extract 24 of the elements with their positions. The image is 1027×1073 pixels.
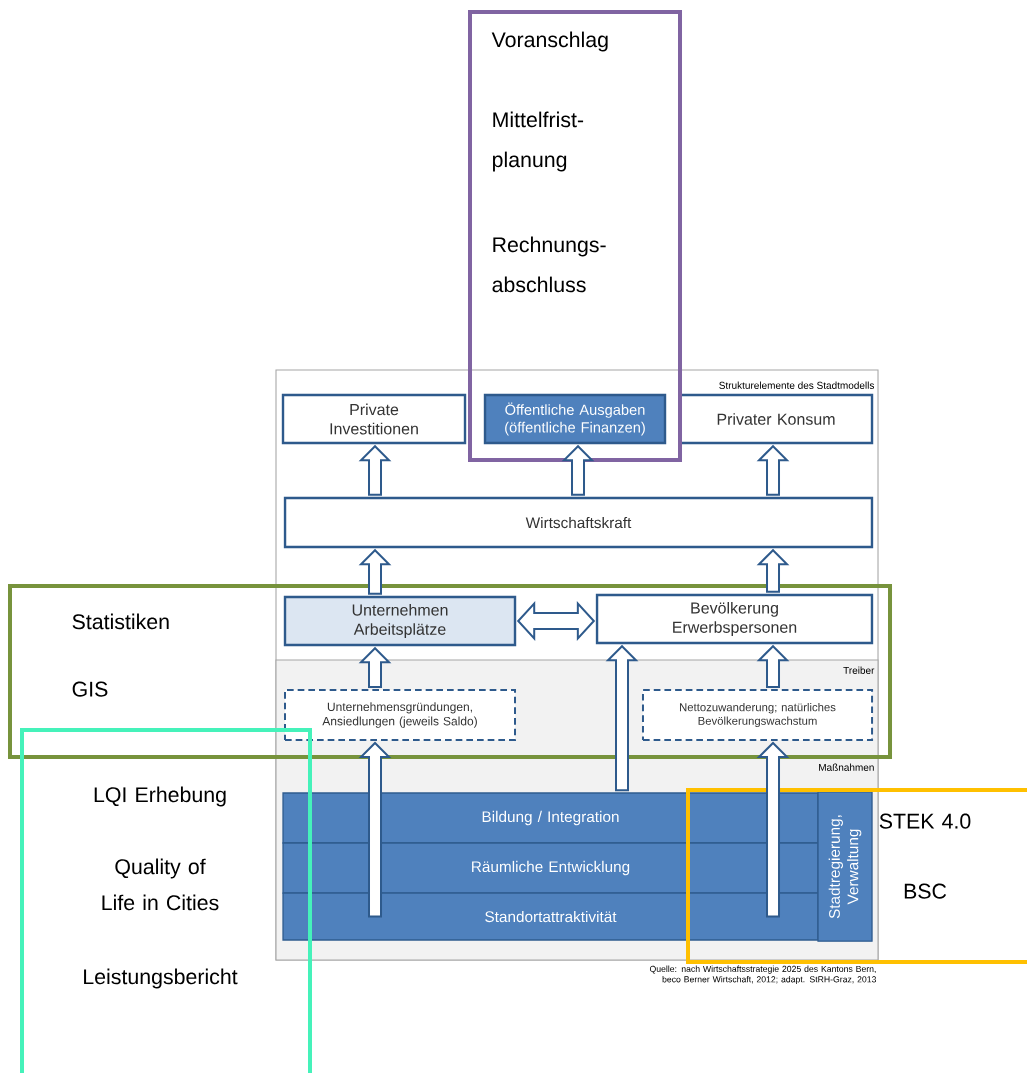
section-label: Maßnahmen <box>819 763 874 771</box>
block-arrow <box>756 444 790 496</box>
highlighted-box: Öffentliche Ausgaben (öffentliche Finanzen) <box>483 393 667 445</box>
content-box: Privater Konsum <box>678 393 874 445</box>
block-arrow <box>358 646 392 688</box>
block-arrow <box>516 601 596 641</box>
block-arrow <box>358 548 392 595</box>
content-box: Bevölkerung Erwerbspersonen <box>595 593 874 645</box>
annotation-box: LQI Erhebung Quality of Life in Cities Leistungsbericht <box>20 728 312 1073</box>
block-arrow <box>561 444 595 496</box>
hatched-box: Unternehmen Arbeitsplätze <box>283 595 517 647</box>
block-arrow <box>358 444 392 496</box>
block-arrow <box>756 644 790 688</box>
block-arrow <box>756 548 790 593</box>
dashed-box: Unternehmensgründungen, Ansiedlungen (jeweils Saldo) <box>284 689 516 741</box>
content-box: Wirtschaftskraft <box>283 496 874 549</box>
section-label: Treiber <box>843 666 875 674</box>
block-arrow <box>358 741 392 918</box>
measure-band: Stadtregierung, Verwaltung <box>817 791 873 942</box>
source-note: Quelle: nach Wirtschaftsstrategie 2025 des Kantons Bern, beco Berner Wirtschaft, 2012; adapt. StRH-Graz, 2013 <box>649 965 876 985</box>
block-arrow <box>605 644 639 792</box>
block-arrow <box>756 741 790 918</box>
content-box: Private Investitionen <box>281 393 467 445</box>
dashed-box: Nettozuwanderung; natürliches Bevölkerungswachstum <box>642 689 874 741</box>
